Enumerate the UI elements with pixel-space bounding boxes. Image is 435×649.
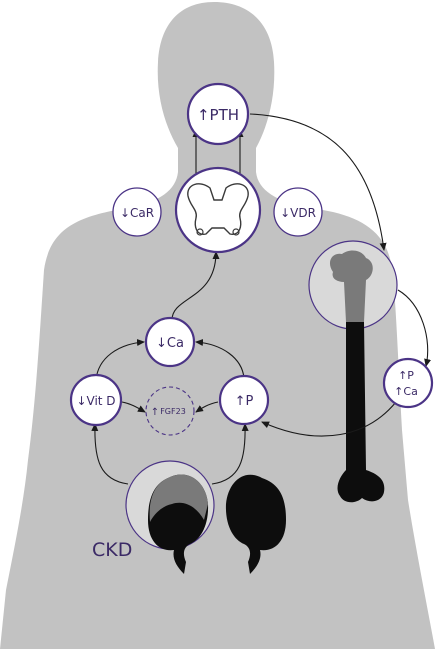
arrow-p-to-fgf23 bbox=[195, 401, 219, 413]
vdr-label: ↓VDR bbox=[280, 206, 316, 220]
bone-pca-node: ↑P ↑Ca bbox=[382, 357, 434, 409]
bone-ca-label: ↑Ca bbox=[394, 385, 418, 398]
arrow-p-to-ca bbox=[195, 339, 245, 379]
arrow-kidney-to-p bbox=[211, 423, 249, 485]
kidney-left-upper-tint bbox=[149, 474, 208, 522]
car-label: ↓CaR bbox=[120, 206, 154, 220]
p-node: ↑P bbox=[218, 374, 270, 426]
arrow-pth-to-bone bbox=[249, 113, 387, 251]
ckd-label: CKD bbox=[92, 539, 132, 561]
ca-node: ↓Ca bbox=[144, 316, 196, 368]
vitd-node: ↓Vit D bbox=[69, 373, 123, 427]
arrow-vitd-to-fgf23 bbox=[121, 401, 146, 413]
bone-group bbox=[308, 240, 398, 503]
vitd-label: ↓Vit D bbox=[76, 394, 115, 408]
bone-shaft bbox=[337, 322, 385, 503]
fgf23-arrow-label: ↑ bbox=[151, 407, 159, 418]
p-label: ↑P bbox=[235, 394, 254, 409]
car-node: ↓CaR bbox=[112, 187, 162, 237]
vdr-node: ↓VDR bbox=[273, 187, 323, 237]
kidneys-group bbox=[125, 460, 286, 574]
pth-label: ↑PTH bbox=[197, 106, 239, 124]
fgf23-node: ↑ FGF23 bbox=[145, 386, 195, 436]
fgf23-label: FGF23 bbox=[160, 407, 186, 416]
arrow-ca-to-thyroid bbox=[171, 251, 220, 321]
bone-p-label: ↑P bbox=[398, 369, 414, 382]
arrows bbox=[91, 113, 431, 485]
pth-node: ↑PTH bbox=[186, 82, 250, 146]
bone-head bbox=[329, 250, 373, 322]
arrow-bone-to-pca bbox=[397, 289, 431, 367]
kidney-right bbox=[225, 474, 286, 574]
thyroid-node bbox=[174, 166, 262, 254]
arrow-pca-to-p bbox=[261, 401, 397, 437]
arrow-kidney-to-vitd bbox=[91, 423, 129, 485]
ca-label: ↓Ca bbox=[156, 336, 184, 351]
thyroid-icon bbox=[187, 183, 249, 235]
